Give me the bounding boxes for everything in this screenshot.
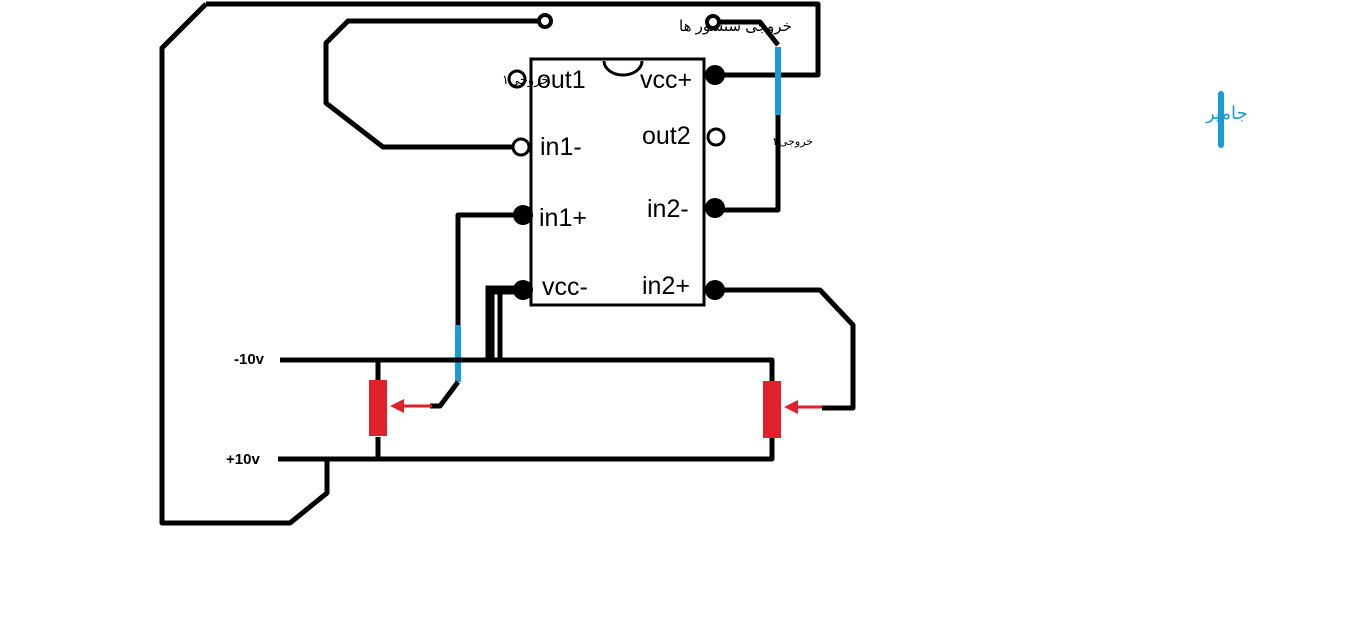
pin-label-out1: out1	[537, 66, 586, 94]
pin-label-vcc-plus: vcc+	[640, 66, 692, 94]
terminal-in1-minus	[511, 137, 531, 157]
pin-dot-in1-plus	[513, 205, 533, 225]
label-output2: خروجی۲	[773, 136, 813, 148]
label-sensor-outputs: خروجی سنسور ها	[679, 18, 792, 35]
rail-negative	[280, 357, 775, 382]
pin-label-out2: out2	[642, 122, 691, 150]
pin-dot-in2-plus	[705, 280, 725, 300]
ic-body	[529, 57, 706, 307]
wire-in2minus	[716, 115, 781, 213]
pin-dot-vcc-minus	[513, 280, 533, 300]
ic-notch	[602, 60, 644, 77]
wire-outer-loop	[206, 1, 821, 78]
wire-outer-left	[159, 2, 330, 526]
wire-sensor-right	[713, 19, 780, 47]
wire-sensor-to-in1minus	[323, 18, 545, 150]
label-rail-negative: -10v	[234, 351, 265, 368]
potentiometer-1	[369, 380, 387, 436]
pin-label-in2-plus: in2+	[642, 272, 690, 300]
legend-jumper-label: جامپر	[1205, 103, 1248, 124]
pin-dot-in2-minus	[705, 198, 725, 218]
label-output1: خروجی۱	[502, 72, 549, 88]
wire-in2plus	[716, 287, 856, 411]
terminal-sensor-right	[705, 14, 721, 30]
pin-label-in1-minus: in1-	[540, 133, 582, 161]
wire-vcc-minus	[485, 285, 520, 360]
terminal-out1	[507, 69, 527, 89]
potentiometer-2	[763, 381, 781, 438]
pin-dot-vcc-plus	[705, 65, 725, 85]
pin-label-vcc-minus: vcc-	[542, 273, 588, 301]
pot1-arrow-head	[390, 399, 404, 413]
terminal-out2	[706, 127, 726, 147]
pot2-arrow-head	[784, 400, 798, 414]
pin-label-in2-minus: in2-	[647, 195, 689, 223]
terminal-sensor-left	[537, 13, 553, 29]
wire-pot1-wiper	[430, 380, 460, 409]
rail-positive	[278, 437, 775, 462]
wire-in1plus	[455, 212, 520, 325]
label-rail-positive: +10v	[226, 451, 260, 468]
pin-label-in1-plus: in1+	[539, 204, 587, 232]
